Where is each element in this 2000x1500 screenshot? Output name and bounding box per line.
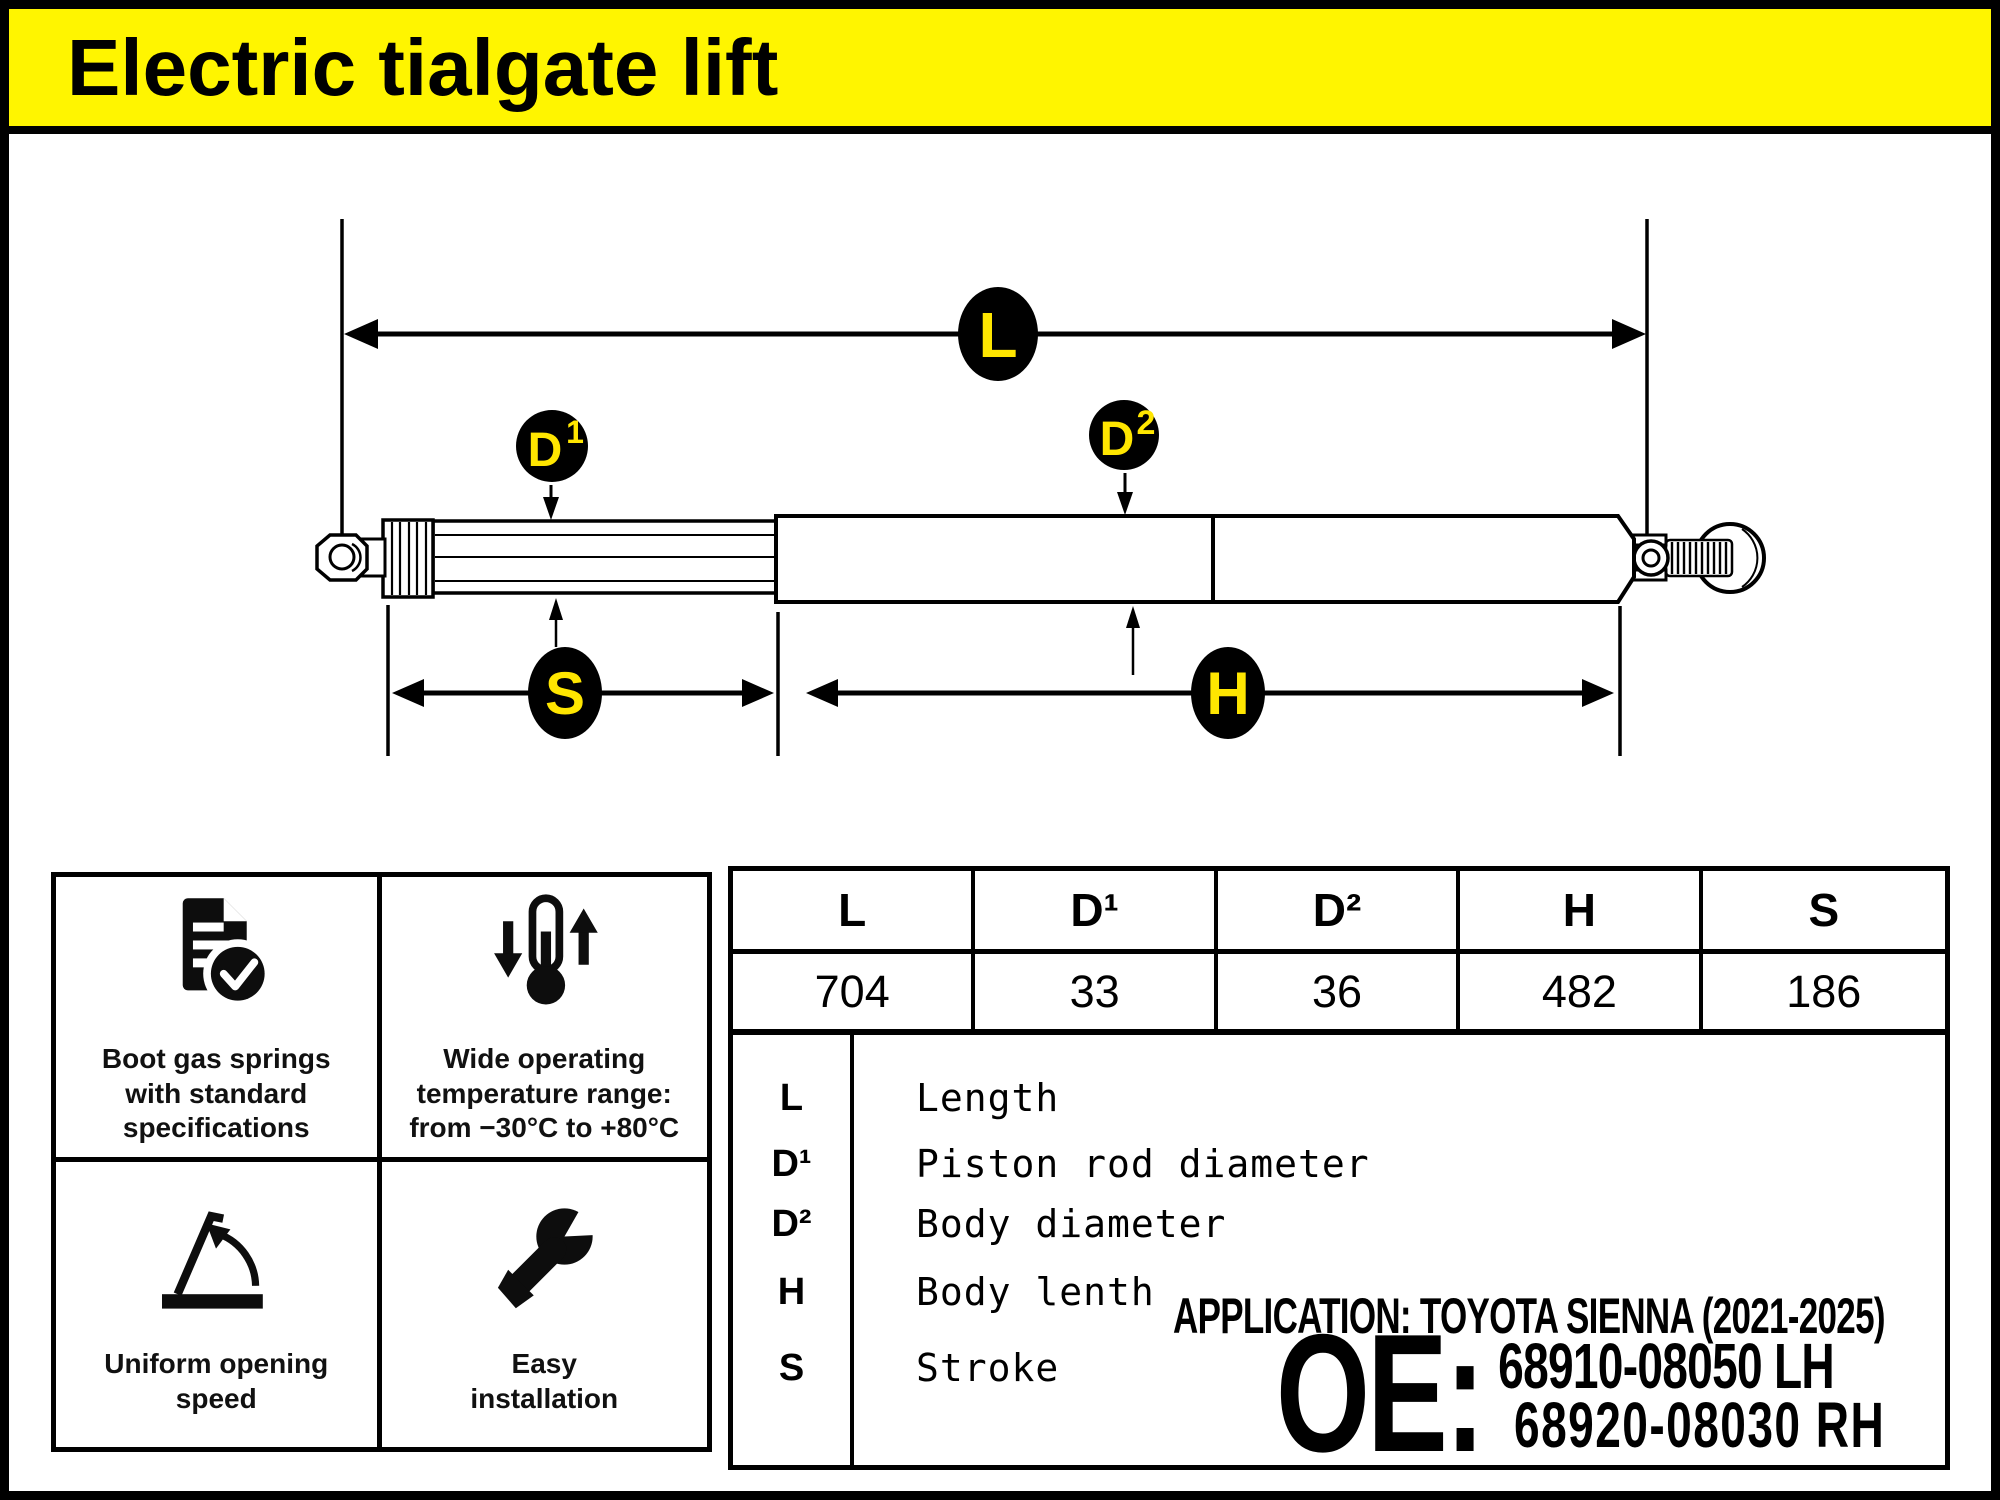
legend-row: D² Body diameter bbox=[733, 1201, 1945, 1247]
dimension-l: L bbox=[344, 287, 1646, 381]
eyelet-end bbox=[315, 533, 387, 582]
feature-cell-temperature: Wide operating temperature range: from −… bbox=[381, 877, 707, 1162]
spec-value-cell: 186 bbox=[1786, 965, 1862, 1017]
feature-label: Uniform opening speed bbox=[104, 1347, 329, 1414]
spec-header-row: L D¹ D² H S bbox=[733, 871, 1945, 954]
label-l: L bbox=[978, 299, 1017, 371]
label-d2-sup: 2 bbox=[1137, 404, 1156, 442]
l-extension-lines bbox=[340, 219, 1649, 559]
feature-cell-specifications: Boot gas springs with standard specifica… bbox=[56, 877, 382, 1162]
legend-section: L Length D¹ Piston rod diameter D² Body … bbox=[733, 1035, 1945, 1487]
label-d1: D bbox=[528, 424, 563, 477]
wrench-icon bbox=[498, 1200, 611, 1308]
body-tube-mid bbox=[774, 514, 1215, 604]
label-d2: D bbox=[1100, 413, 1135, 466]
dimension-d2: D 2 bbox=[1089, 400, 1159, 515]
badge-d1 bbox=[516, 410, 588, 482]
header-banner: Electric tialgate lift bbox=[9, 9, 1991, 134]
legend-symbol: D¹ bbox=[771, 1142, 812, 1185]
spec-header-cell: L bbox=[733, 871, 976, 949]
badge-d2 bbox=[1089, 400, 1159, 470]
legend-description: Length bbox=[916, 1076, 1060, 1120]
legend-description: Stroke bbox=[916, 1346, 1060, 1390]
page-title: Electric tialgate lift bbox=[67, 22, 779, 112]
feature-label: Easy installation bbox=[470, 1347, 619, 1414]
legend-description: Piston rod diameter bbox=[916, 1142, 1370, 1186]
spec-value-row: 704 33 36 482 186 bbox=[733, 954, 1945, 1035]
oe-numbers: 68910-08050 LH 68920-08030 RH bbox=[1498, 1330, 1885, 1462]
spec-header-cell: D¹ bbox=[975, 871, 1218, 949]
oe-block: OE: 68910-08050 LH 68920-08030 RH bbox=[1275, 1298, 1885, 1487]
spec-header-cell: H bbox=[1460, 871, 1703, 949]
oe-number: 68910-08050 LH bbox=[1498, 1330, 1834, 1403]
legend-symbol: S bbox=[778, 1346, 805, 1389]
label-d1-sup: 1 bbox=[566, 414, 584, 450]
dimension-d1: D 1 bbox=[516, 410, 588, 520]
thermometer-range-icon bbox=[494, 894, 599, 1005]
oe-label: OE: bbox=[1275, 1298, 1485, 1487]
feature-label: Wide operating temperature range: from −… bbox=[409, 1042, 680, 1144]
spec-value-cell: 33 bbox=[975, 954, 1218, 1029]
feature-label: Boot gas springs with standard specifica… bbox=[101, 1042, 331, 1144]
features-grid: Boot gas springs with standard specifica… bbox=[51, 872, 712, 1452]
legend-description: Body lenth bbox=[916, 1270, 1155, 1314]
spec-value-cell: 36 bbox=[1218, 954, 1461, 1029]
legend-row: L Length bbox=[733, 1075, 1945, 1121]
ribbed-cap bbox=[381, 518, 435, 599]
legend-row: D¹ Piston rod diameter bbox=[733, 1141, 1945, 1187]
spec-table: L D¹ D² H S 704 33 36 482 186 L Length D… bbox=[728, 866, 1950, 1487]
piston-rod bbox=[431, 519, 780, 595]
application-text: APPLICATION: TOYOTA SIENNA (2021-2025) bbox=[1173, 1288, 1885, 1344]
badge-s bbox=[528, 647, 602, 739]
label-s: S bbox=[545, 660, 585, 727]
underside-arrows bbox=[549, 598, 1140, 675]
feature-cell-opening-speed: Uniform opening speed bbox=[56, 1162, 382, 1447]
legend-symbol: D² bbox=[771, 1202, 812, 1245]
badge-h bbox=[1191, 647, 1265, 739]
spec-header-cell: D² bbox=[1218, 871, 1461, 949]
body-tube-right bbox=[1211, 514, 1636, 604]
oe-number: 68920-08030 RH bbox=[1513, 1389, 1885, 1462]
dimension-h: H bbox=[806, 606, 1622, 756]
legend-symbol: H bbox=[777, 1270, 806, 1313]
gas-spring-drawing bbox=[315, 514, 1766, 604]
spec-value-cell: 704 bbox=[733, 954, 976, 1029]
document-check-icon bbox=[182, 898, 273, 1009]
spec-value-cell: 482 bbox=[1460, 954, 1703, 1029]
ball-stud-end bbox=[1628, 522, 1766, 594]
gas-spring-diagram: L D 1 D 2 bbox=[315, 219, 1766, 756]
feature-cell-installation: Easy installation bbox=[381, 1162, 707, 1447]
legend-row: S Stroke bbox=[733, 1345, 1945, 1391]
badge-l bbox=[958, 287, 1038, 381]
legend-description: Body diameter bbox=[916, 1202, 1227, 1246]
spec-header-cell: S bbox=[1808, 884, 1840, 936]
label-h: H bbox=[1206, 660, 1249, 727]
opening-speed-icon bbox=[162, 1211, 264, 1309]
legend-row: H Body lenth bbox=[733, 1269, 1945, 1315]
dimension-s: S bbox=[386, 605, 780, 756]
legend-symbol: L bbox=[779, 1076, 804, 1119]
legend-divider bbox=[850, 1035, 854, 1465]
